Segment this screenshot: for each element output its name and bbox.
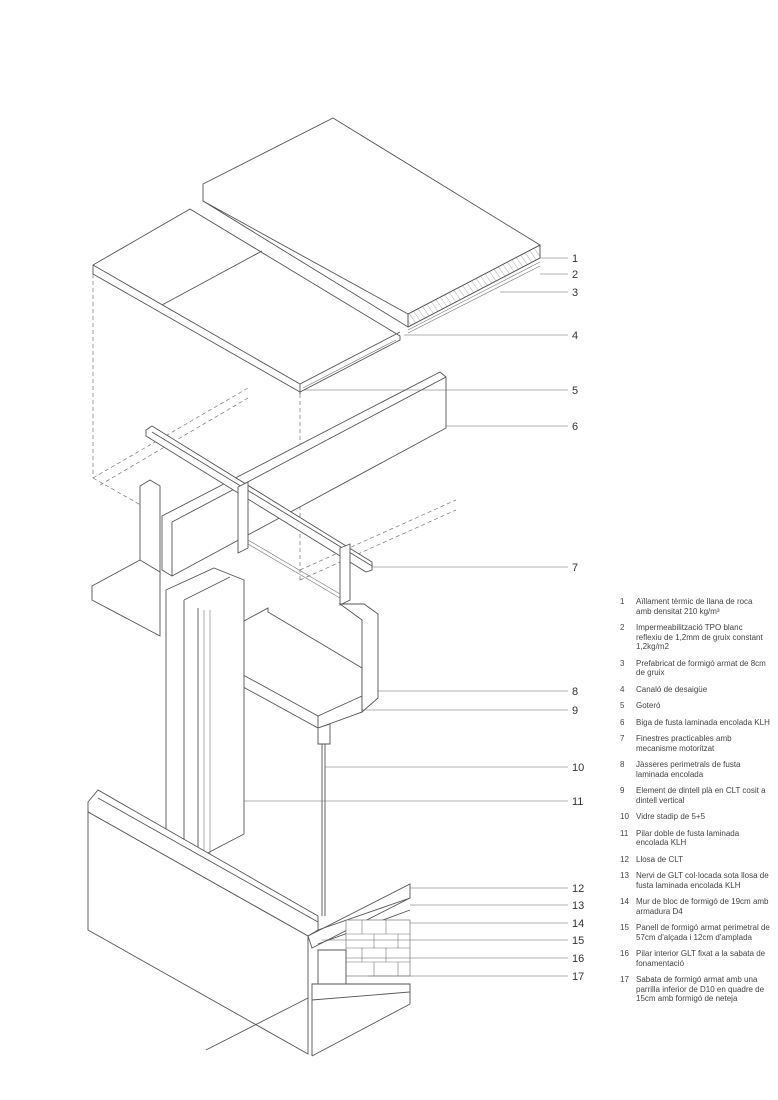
glazing	[321, 744, 326, 916]
legend-text: Finestres practicables amb mecanisme mot…	[636, 734, 732, 753]
legend-text: Element de dintell plà en CLT cosit a di…	[636, 786, 766, 805]
callout-13: 13	[572, 900, 584, 912]
callout-6: 6	[572, 421, 578, 433]
callout-1: 1	[572, 253, 578, 265]
legend-text: Prefabricat de formigó armat de 8cm de g…	[636, 658, 766, 678]
legend-text: Jàsseres perimetrals de fusta laminada e…	[636, 760, 741, 779]
legend-text: Pilar interior GLT fixat a la sabata de …	[636, 949, 766, 968]
legend-text: Panell de formigó armat perimetral de 57…	[636, 923, 770, 942]
foundation-assembly	[87, 789, 411, 1057]
callout-4: 4	[572, 330, 578, 342]
callout-7: 7	[572, 562, 578, 574]
legend-text: Nervi de GLT col·locada sota llosa de fu…	[636, 871, 769, 890]
legend-text: Llosa de CLT	[636, 854, 683, 864]
callout-2: 2	[572, 269, 578, 281]
roof-assembly	[92, 117, 541, 581]
legend-text: Vidre stadip de 5+5	[636, 812, 706, 821]
callout-14: 14	[572, 918, 584, 930]
double-column	[165, 567, 245, 859]
callout-12: 12	[572, 883, 584, 895]
legend-text: Impermeabilització TPO blanc reflexiu de…	[636, 623, 763, 651]
callout-8: 8	[572, 686, 578, 698]
callout-16: 16	[572, 953, 584, 965]
legend-text: Biga de fusta laminada encolada KLH	[636, 717, 770, 727]
glulam-beam	[161, 371, 447, 577]
legend-text: Aïllament tèrmic de llana de roca amb de…	[636, 597, 753, 616]
legend-text: Goteró	[636, 701, 661, 710]
callout-5: 5	[572, 385, 578, 397]
callout-3: 3	[572, 287, 578, 299]
callout-9: 9	[572, 705, 578, 717]
callout-11: 11	[572, 796, 583, 808]
clerestory-window	[139, 425, 373, 606]
callout-numbers: 1 2 3 4 5 6 7 8 9 10 11 12 13 14 15 16 1…	[572, 253, 584, 983]
legend-text: Pilar doble de fusta laminada encolada K…	[636, 828, 740, 848]
callout-15: 15	[572, 935, 584, 947]
legend-text: Canaló de desaigüe	[636, 684, 708, 694]
callout-17: 17	[572, 971, 584, 983]
callout-leaders	[244, 257, 568, 977]
legend-text: Sabata de formigó armat amb una parrilla…	[636, 975, 765, 1003]
callout-10: 10	[572, 762, 584, 774]
legend-text: Mur de bloc de formigó de 19cm amb armad…	[636, 897, 769, 916]
